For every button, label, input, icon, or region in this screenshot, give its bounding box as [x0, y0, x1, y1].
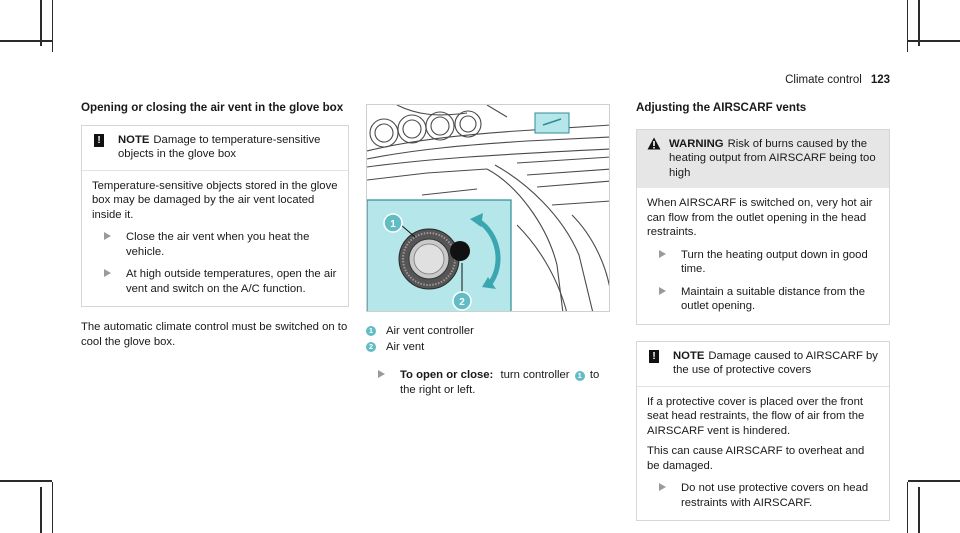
note-step: Close the air vent when you heat the veh… [92, 230, 338, 259]
note-step: At high outside temperatures, open the a… [92, 267, 338, 296]
warning-label: WARNING [669, 137, 724, 150]
note-label: NOTE [118, 133, 150, 146]
instruction-text: To open or close: turn controller 1 to t… [400, 368, 610, 397]
crop-mark [918, 487, 920, 533]
left-column: Opening or closing the air vent in the g… [81, 101, 349, 349]
section-heading: Adjusting the AIRSCARF vents [636, 101, 807, 114]
body-text: The automatic climate control must be sw… [81, 321, 348, 348]
instruction-step: To open or close: turn controller 1 to t… [366, 368, 610, 397]
warning-body: When AIRSCARF is switched on, very hot a… [637, 188, 889, 324]
svg-text:1: 1 [390, 219, 396, 230]
legend-text: Air vent [386, 340, 425, 353]
crop-mark [908, 480, 960, 482]
callout-number: 1 [366, 326, 376, 337]
note-step: Do not use protective covers on head res… [647, 481, 879, 510]
crop-mark [918, 0, 920, 46]
dashboard-drawing: 1 2 [367, 105, 609, 311]
exclamation-icon: ! [94, 133, 104, 147]
note-step-text: Close the air vent when you heat the veh… [126, 231, 310, 258]
note-body: If a protective cover is placed over the… [637, 387, 889, 521]
crop-mark [52, 0, 53, 52]
arrow-right-icon [659, 483, 666, 491]
warning-body-text: When AIRSCARF is switched on, very hot a… [647, 197, 873, 238]
arrow-right-icon [659, 286, 666, 295]
instruction-part: turn controller [500, 369, 570, 381]
note-body-text: This can cause AIRSCARF to overheat and … [647, 445, 865, 472]
note-step-text: At high outside temperatures, open the a… [126, 268, 337, 295]
callout-number: 1 [574, 371, 585, 381]
warning-step-text: Turn the heating output down in good tim… [681, 248, 868, 276]
instruction-label: To open or close: [400, 369, 494, 381]
section-heading: Opening or closing the air vent in the g… [81, 101, 344, 114]
warning-step-text: Maintain a suitable distance from the ou… [681, 285, 865, 313]
warning-triangle-icon [647, 137, 661, 149]
crop-mark [907, 0, 908, 52]
crop-mark [40, 487, 42, 533]
note-body: Temperature-sensitive objects stored in … [82, 171, 348, 307]
note-body-text: Temperature-sensitive objects stored in … [92, 179, 338, 221]
crop-mark [0, 40, 52, 42]
page-number: 123 [870, 74, 890, 86]
legend-item: 2 Air vent [366, 340, 610, 355]
exclamation-icon: ! [649, 349, 659, 363]
warning-text: Risk of burns caused by the heating outp… [669, 137, 876, 179]
crop-mark [907, 482, 908, 533]
svg-text:2: 2 [459, 297, 465, 308]
instruction-part: to the right or left. [400, 369, 600, 396]
crop-mark [908, 40, 960, 42]
note-text: Damage caused to AIRSCARF by the use of … [673, 349, 878, 377]
crop-mark [52, 482, 53, 533]
note-step-text: Do not use protective covers on head res… [681, 482, 869, 509]
legend-item: 1 Air vent controller [366, 324, 610, 339]
note-body-text: If a protective cover is placed over the… [647, 395, 865, 437]
page-header: Climate control 123 [785, 73, 890, 88]
crop-mark [40, 0, 42, 46]
warning-step: Turn the heating output down in good tim… [647, 248, 879, 277]
section-title: Climate control [785, 74, 862, 86]
arrow-right-icon [104, 232, 111, 240]
middle-column: 1 Air vent controller 2 Air vent To open… [366, 324, 610, 397]
legend-text: Air vent controller [386, 325, 474, 337]
arrow-right-icon [659, 249, 666, 258]
note-text: Damage to temperature-sensitive objects … [118, 133, 321, 161]
crop-mark [0, 480, 52, 482]
arrow-right-icon [104, 269, 111, 277]
arrow-right-icon [378, 370, 385, 378]
air-vent-illustration: 1 2 [366, 104, 610, 312]
note-label: NOTE [673, 349, 705, 362]
callout-number: 2 [366, 341, 376, 352]
warning-step: Maintain a suitable distance from the ou… [647, 285, 879, 314]
